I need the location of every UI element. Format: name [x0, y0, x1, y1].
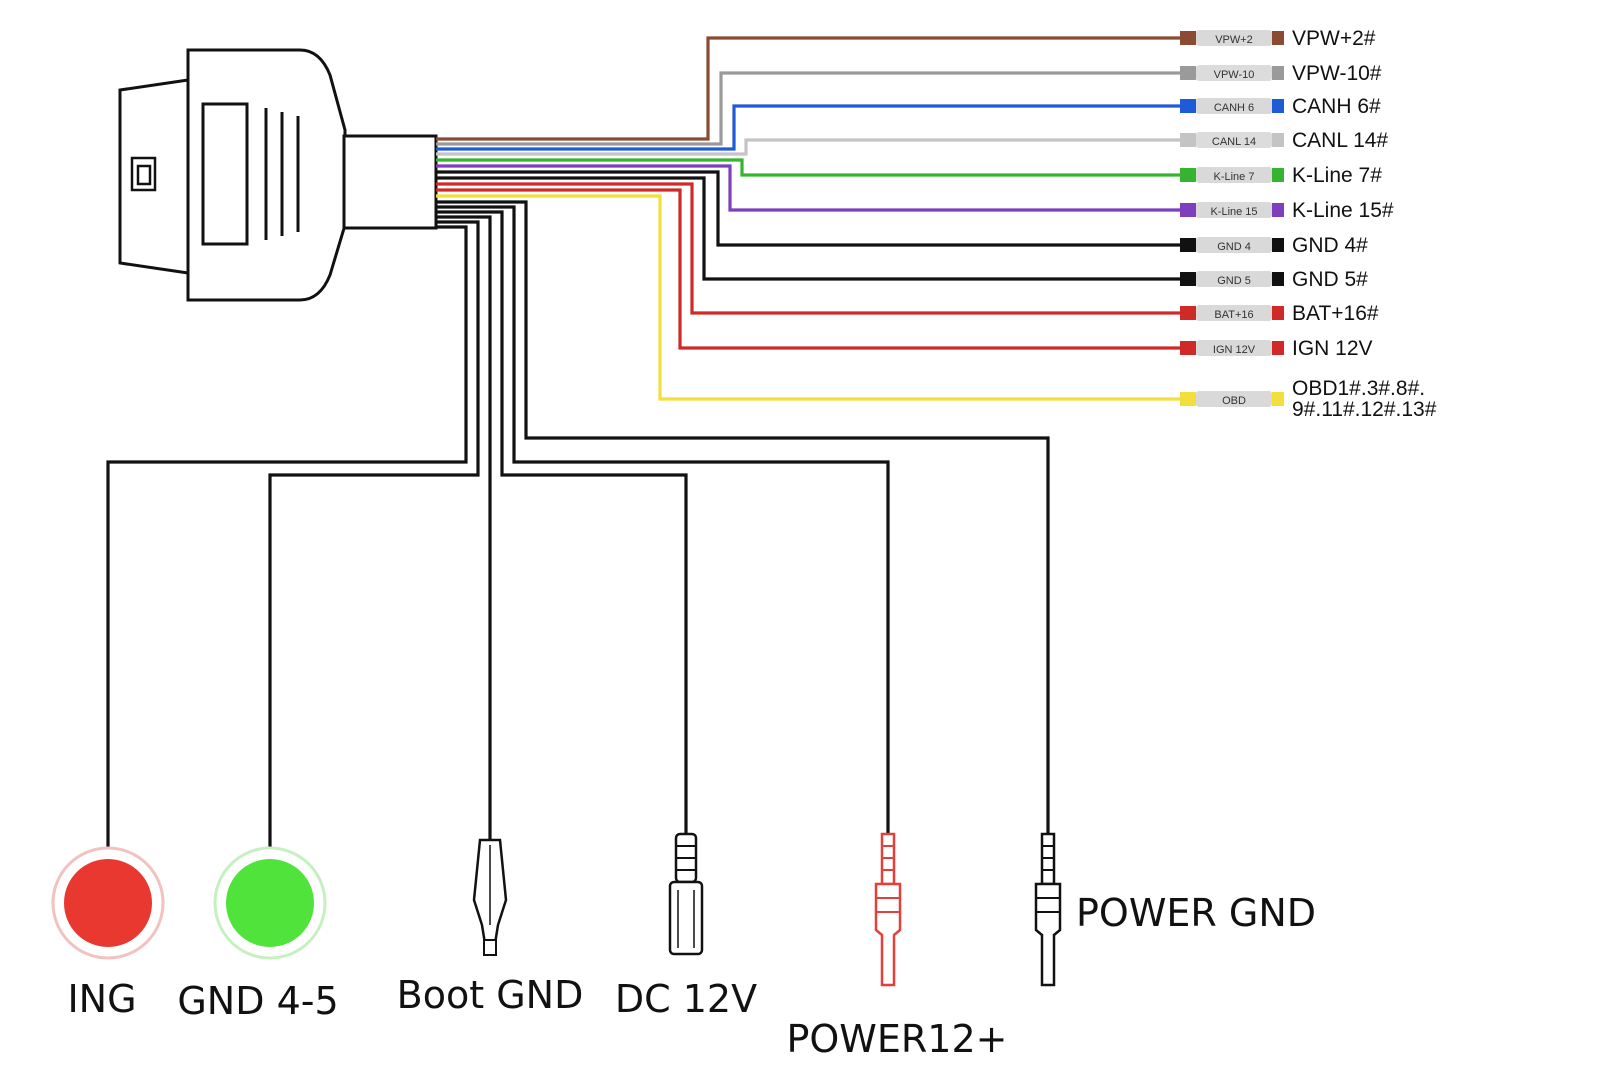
pin-name: CANL 14# [1292, 129, 1388, 152]
pin-gnd5: GND 5 GND 5# [1180, 268, 1368, 291]
red-pin-icon: POWER12+ [786, 832, 1008, 1061]
pin-name: VPW-10# [1292, 62, 1382, 85]
wire-canh [436, 104, 1180, 151]
dc-jack-icon: DC 12V [615, 832, 757, 1021]
sleeve-label: GND 5 [1217, 275, 1251, 287]
pin-name: K-Line 7# [1292, 164, 1382, 187]
pin-obd: OBD OBD1#.3#.8#. 9#.11#.12#.13# [1180, 377, 1437, 421]
pin-ign12: IGN 12V IGN 12V [1180, 337, 1373, 360]
pin-name: GND 4# [1292, 234, 1368, 257]
wire-bat16 [436, 182, 1180, 315]
sleeve-label: CANH 6 [1214, 102, 1254, 114]
wire-vpw10 [436, 71, 1180, 146]
pin-canh: CANH 6 CANH 6# [1180, 95, 1381, 118]
pin-kline7: K-Line 7 K-Line 7# [1180, 164, 1382, 187]
pin-bat16: BAT+16 BAT+16# [1180, 302, 1379, 325]
pin-name: GND 5# [1292, 268, 1368, 291]
sleeve-label: GND 4 [1217, 241, 1251, 253]
obd-connector [118, 48, 438, 302]
sleeve-label: OBD [1222, 395, 1246, 407]
sleeve-label: VPW-10 [1214, 69, 1255, 81]
pin-name: CANH 6# [1292, 95, 1381, 118]
wire-kline7 [436, 158, 1180, 177]
wire-gnd4 [436, 170, 1180, 247]
wire-canl [436, 138, 1180, 156]
sleeve-label: K-Line 7 [1214, 171, 1255, 183]
powergnd-label: POWER GND [1076, 891, 1316, 935]
pin-kline15: K-Line 15 K-Line 15# [1180, 199, 1394, 222]
pin-name: IGN 12V [1292, 337, 1373, 360]
pin-name-line2: 9#.11#.12#.13# [1292, 398, 1437, 421]
pin-vpw2: VPW+2 VPW+2# [1180, 27, 1376, 50]
pin-gnd4: GND 4 GND 4# [1180, 234, 1368, 257]
ing-label: ING [67, 977, 136, 1021]
sleeve-label: VPW+2 [1215, 34, 1253, 46]
bootgnd-label: Boot GND [397, 973, 584, 1017]
lower-wires [106, 200, 1050, 848]
pin-labels: VPW+2 VPW+2# VPW-10 VPW-10# CANH 6 CANH … [1180, 27, 1437, 421]
sleeve-label: K-Line 15 [1210, 206, 1257, 218]
wire-kline15 [436, 164, 1180, 212]
upper-wires [436, 36, 1180, 401]
pin-name: VPW+2# [1292, 27, 1376, 50]
pin-name: BAT+16# [1292, 302, 1379, 325]
gnd45-label: GND 4-5 [177, 979, 338, 1023]
wire-ign12 [436, 188, 1180, 350]
pin-name: K-Line 15# [1292, 199, 1394, 222]
ing-terminal: ING [51, 846, 165, 1021]
gnd45-terminal: GND 4-5 [177, 846, 339, 1023]
wire-vpw2 [436, 36, 1180, 141]
pin-name-line1: OBD1#.3#.8#. [1292, 377, 1425, 400]
sleeve-label: BAT+16 [1214, 309, 1253, 321]
sleeve-label: IGN 12V [1213, 344, 1256, 356]
pin-canl: CANL 14 CANL 14# [1180, 129, 1388, 152]
sleeve-label: CANL 14 [1212, 136, 1256, 148]
black-pin-icon: POWER GND [1034, 832, 1316, 987]
dc12v-label: DC 12V [615, 977, 757, 1021]
wire-gnd5 [436, 176, 1180, 281]
wire-obd [436, 194, 1180, 401]
alligator-clip-icon: Boot GND [397, 838, 584, 1017]
power12-label: POWER12+ [786, 1017, 1007, 1061]
pin-vpw10: VPW-10 VPW-10# [1180, 62, 1382, 85]
